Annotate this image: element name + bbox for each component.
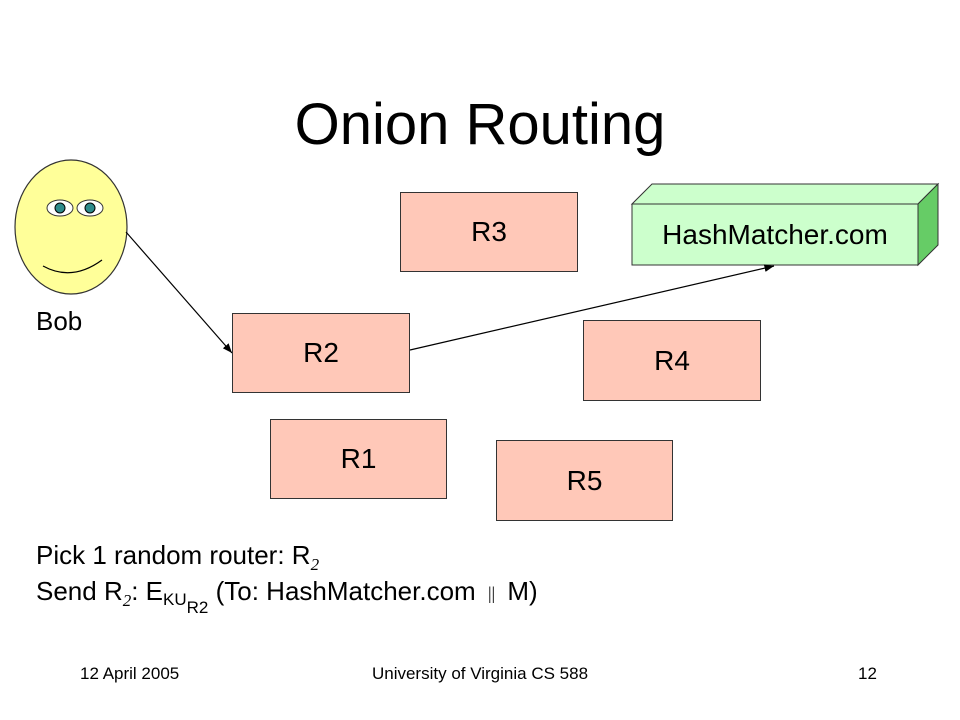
arrow-r2-to-hashmatcher	[409, 264, 775, 351]
router-r5: R5	[496, 440, 673, 521]
caption-key: KU	[163, 590, 187, 609]
footer-page-number: 12	[858, 664, 877, 683]
caption-send-sub: 2	[122, 591, 132, 610]
slide-title: Onion Routing	[294, 92, 666, 157]
footer-date: 12 April 2005	[80, 664, 180, 683]
router-r1: R1	[270, 419, 447, 499]
caption-concat-bars: ||	[487, 583, 496, 603]
caption-send: Send R	[36, 576, 123, 606]
hashmatcher-label: HashMatcher.com	[662, 218, 888, 250]
router-r3: R3	[400, 192, 578, 272]
hashmatcher-server-box	[630, 182, 940, 267]
bob-face-icon	[14, 159, 128, 295]
router-r4: R4	[583, 320, 761, 401]
caption-end: M)	[500, 576, 538, 606]
footer-course: University of Virginia CS 588	[371, 664, 589, 683]
caption-colon-e: : E	[131, 576, 164, 606]
caption-to: (To: HashMatcher.com	[208, 576, 483, 606]
arrow-bob-to-r2	[125, 231, 233, 354]
caption-line-1-sub: 2	[310, 555, 320, 574]
caption-line-1: Pick 1 random router: R2	[36, 540, 320, 574]
bob-label: Bob	[36, 306, 83, 336]
caption-key-sub: R2	[186, 598, 209, 617]
caption-line-2: Send R2: EKUR2 (To: HashMatcher.com || M…	[36, 576, 538, 617]
router-r2: R2	[232, 313, 410, 393]
caption-line-1-text: Pick 1 random router: R	[36, 540, 311, 570]
